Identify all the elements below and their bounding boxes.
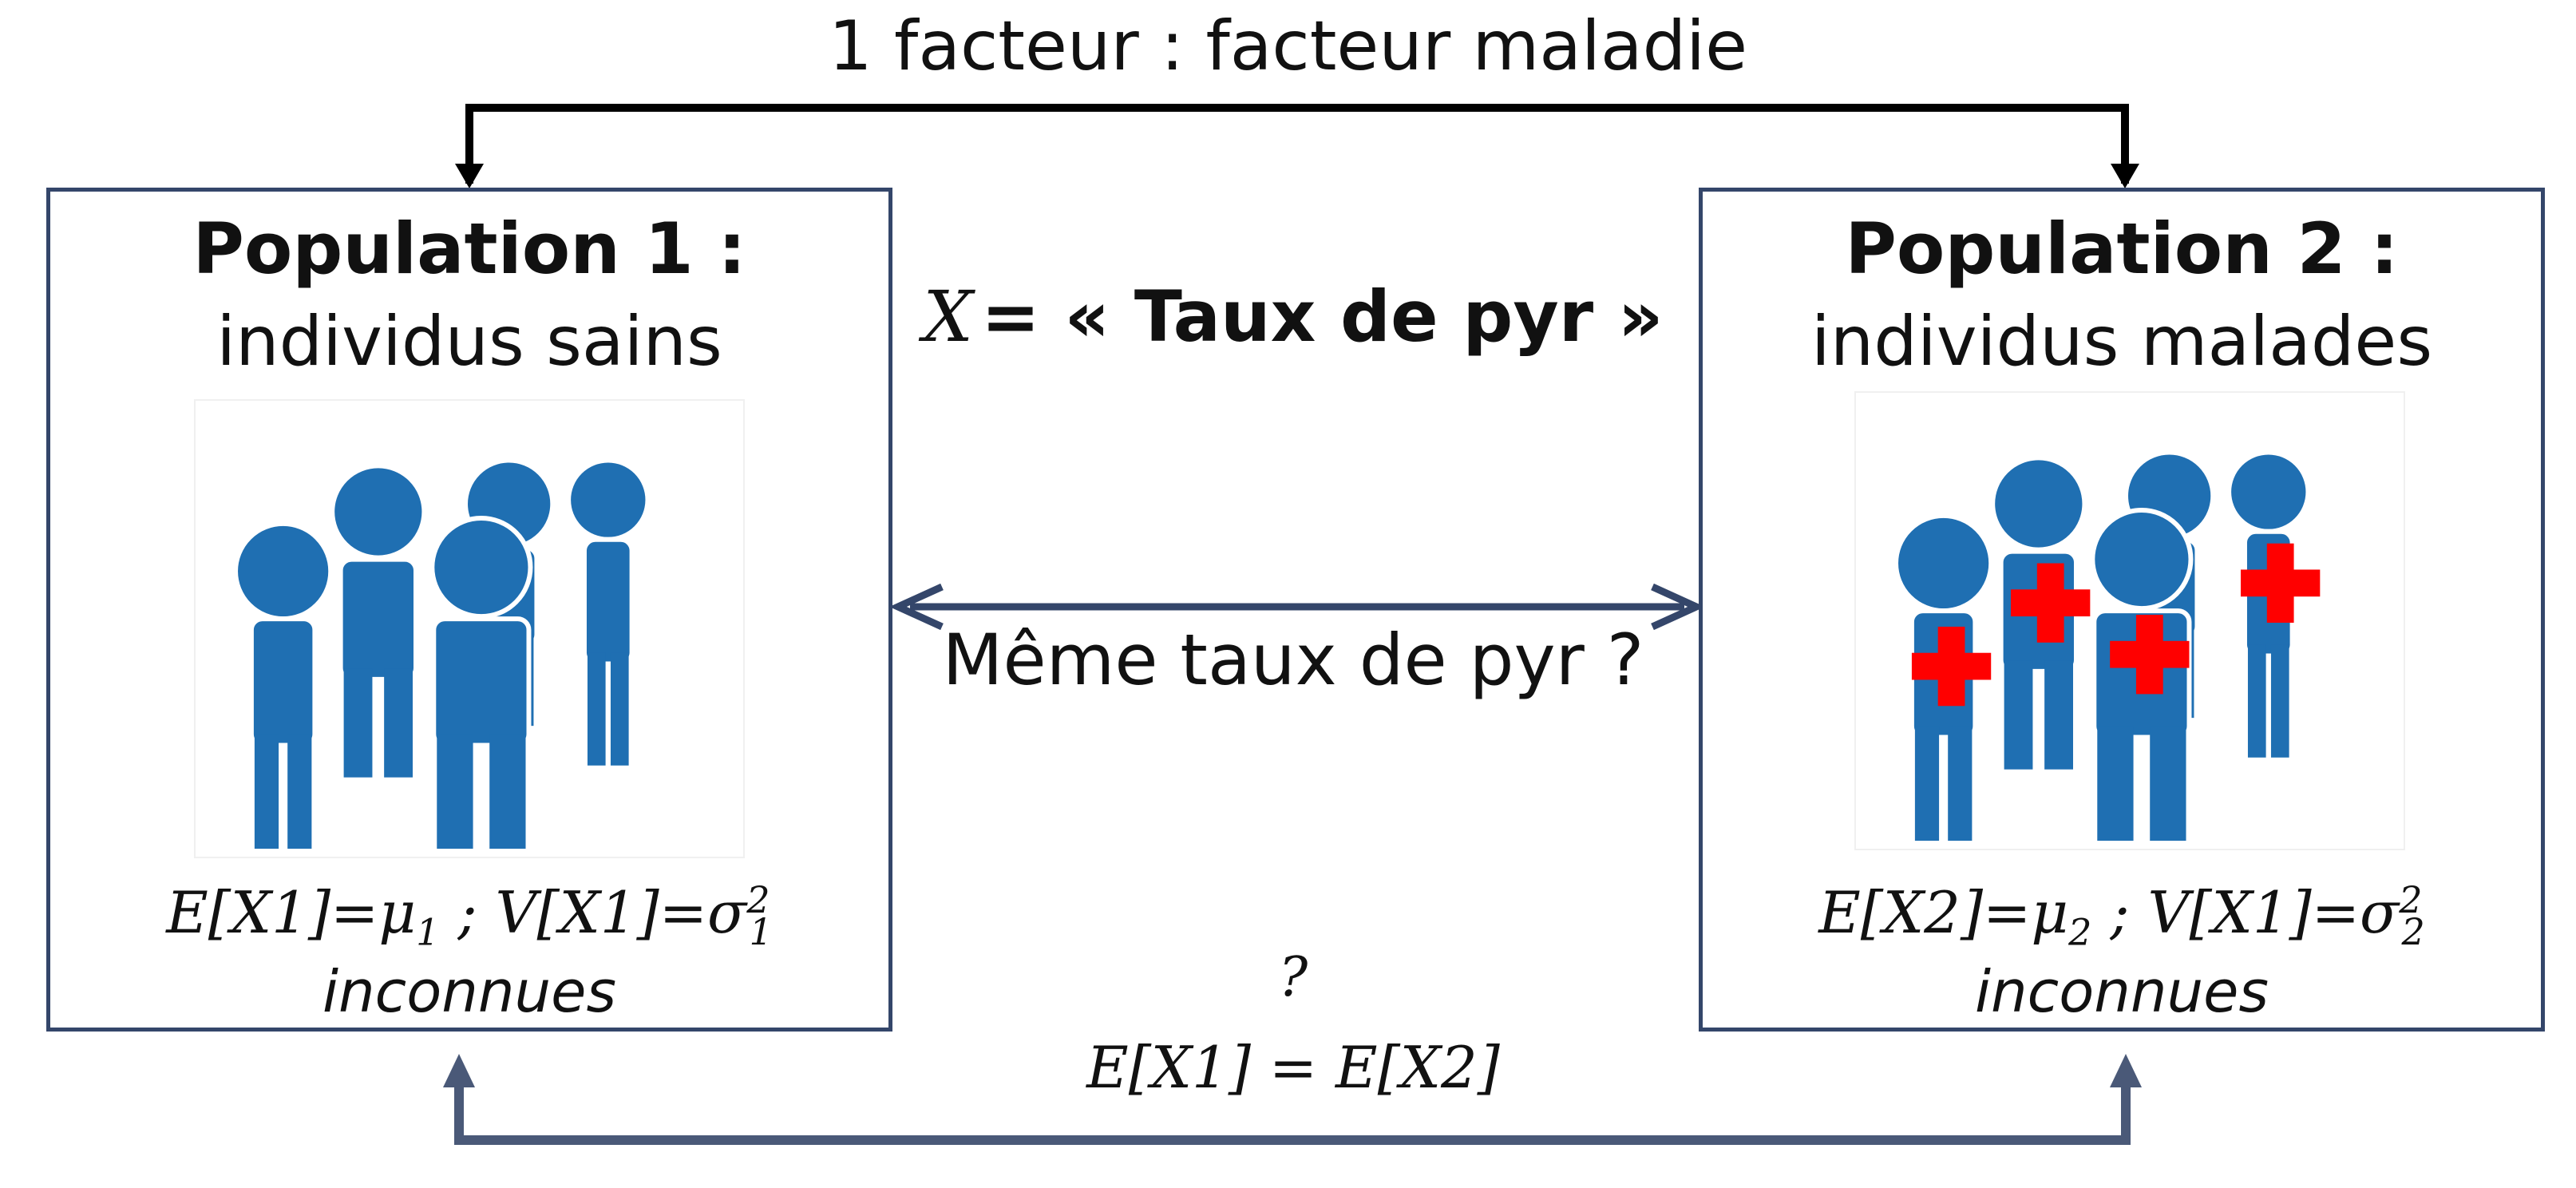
population-1-subtitle: individus sains <box>216 302 722 382</box>
comparison-question: Même taux de pyr ? <box>942 619 1644 701</box>
population-2-stats: E[X2]=μ2 ; V[X1]=σ22 <box>1703 878 2541 953</box>
population-2-var-sub: 2 <box>2401 910 2425 954</box>
person-figure-4 <box>233 521 334 849</box>
population-1-var-sub: 1 <box>749 910 773 954</box>
population-1-box: Population 1 : individus sains E[X1]=μ1 … <box>46 188 892 1032</box>
bottom-arrowhead-right <box>2110 1054 2142 1087</box>
hypothesis-question-mark: ? <box>1278 946 1308 1009</box>
population-1-mean-sub: 1 <box>416 910 440 954</box>
healthy-people-icon <box>194 399 745 858</box>
factor-label: 1 facteur : facteur maladie <box>828 6 1747 86</box>
bottom-arrowhead-left <box>443 1054 475 1087</box>
top-factor-connector <box>455 104 2139 188</box>
population-1-var-sup: 2 <box>746 878 770 921</box>
red-cross-icon <box>2011 563 2091 643</box>
population-1-var-expr: ; V[X1]=σ <box>439 879 747 946</box>
red-cross-icon <box>2241 543 2321 623</box>
population-2-var-sup: 2 <box>2399 878 2423 921</box>
top-arrowhead-left <box>455 164 484 188</box>
population-2-var-expr: ; V[X1]=σ <box>2091 879 2400 946</box>
population-2-box: Population 2 : individus malades E[X2]=μ… <box>1699 188 2545 1032</box>
sick-people-icon <box>1854 391 2405 850</box>
population-2-unknown-label: inconnues <box>1975 958 2269 1025</box>
top-arrowhead-right <box>2111 164 2139 188</box>
variable-description: = « Taux de pyr » <box>981 275 1664 358</box>
population-2-title: Population 2 : <box>1845 208 2399 290</box>
population-1-mean-expr: E[X1]=μ <box>166 879 417 946</box>
red-cross-icon <box>1911 626 1992 707</box>
comparison-double-arrow <box>889 583 1705 631</box>
hypothesis-equation: E[X1] = E[X2] <box>1086 1034 1500 1101</box>
population-2-mean-expr: E[X2]=μ <box>1818 879 2069 946</box>
person-figure-2 <box>566 457 651 766</box>
red-cross-icon <box>2110 615 2190 695</box>
variable-symbol: X <box>923 275 974 358</box>
population-2-subtitle: individus malades <box>1810 302 2433 382</box>
population-1-title: Population 1 : <box>192 208 746 290</box>
bottom-test-connector <box>443 1054 2142 1145</box>
population-2-mean-sub: 2 <box>2068 910 2092 954</box>
person-figure-3 <box>330 463 427 778</box>
population-1-unknown-label: inconnues <box>322 958 616 1025</box>
person-figure-5 <box>429 515 533 849</box>
variable-definition: X= « Taux de pyr » <box>910 275 1676 358</box>
population-1-stats: E[X1]=μ1 ; V[X1]=σ21 <box>50 878 888 953</box>
